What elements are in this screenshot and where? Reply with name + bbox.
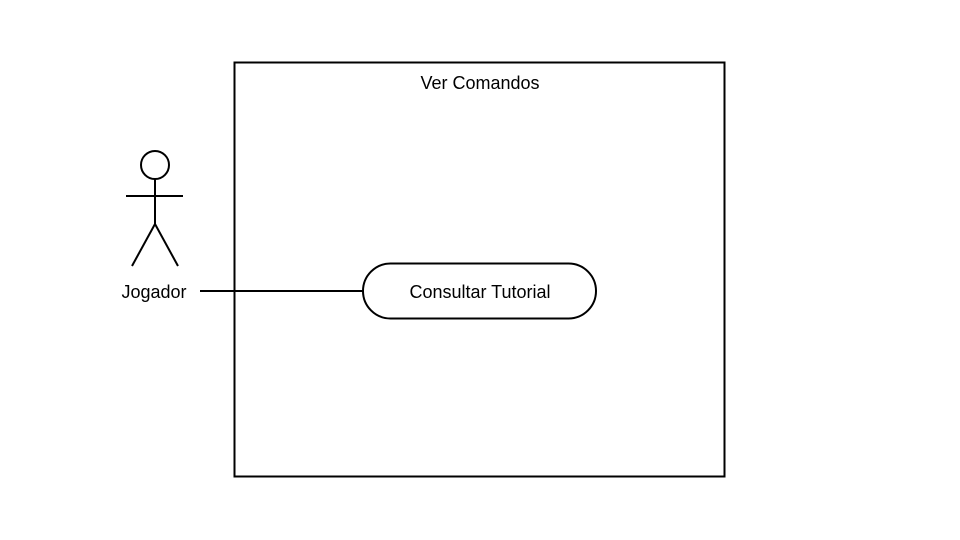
actor-right-leg (154, 223, 179, 267)
actor-stick-figure-icon (126, 150, 183, 267)
system-boundary-label: Ver Comandos (420, 73, 539, 93)
use-case-shape (362, 262, 597, 320)
actor-label: Jogador (121, 282, 186, 302)
actor-left-leg (131, 223, 156, 267)
actor-head (140, 150, 170, 180)
system-boundary (233, 61, 726, 478)
use-case-label: Consultar Tutorial (409, 282, 550, 302)
